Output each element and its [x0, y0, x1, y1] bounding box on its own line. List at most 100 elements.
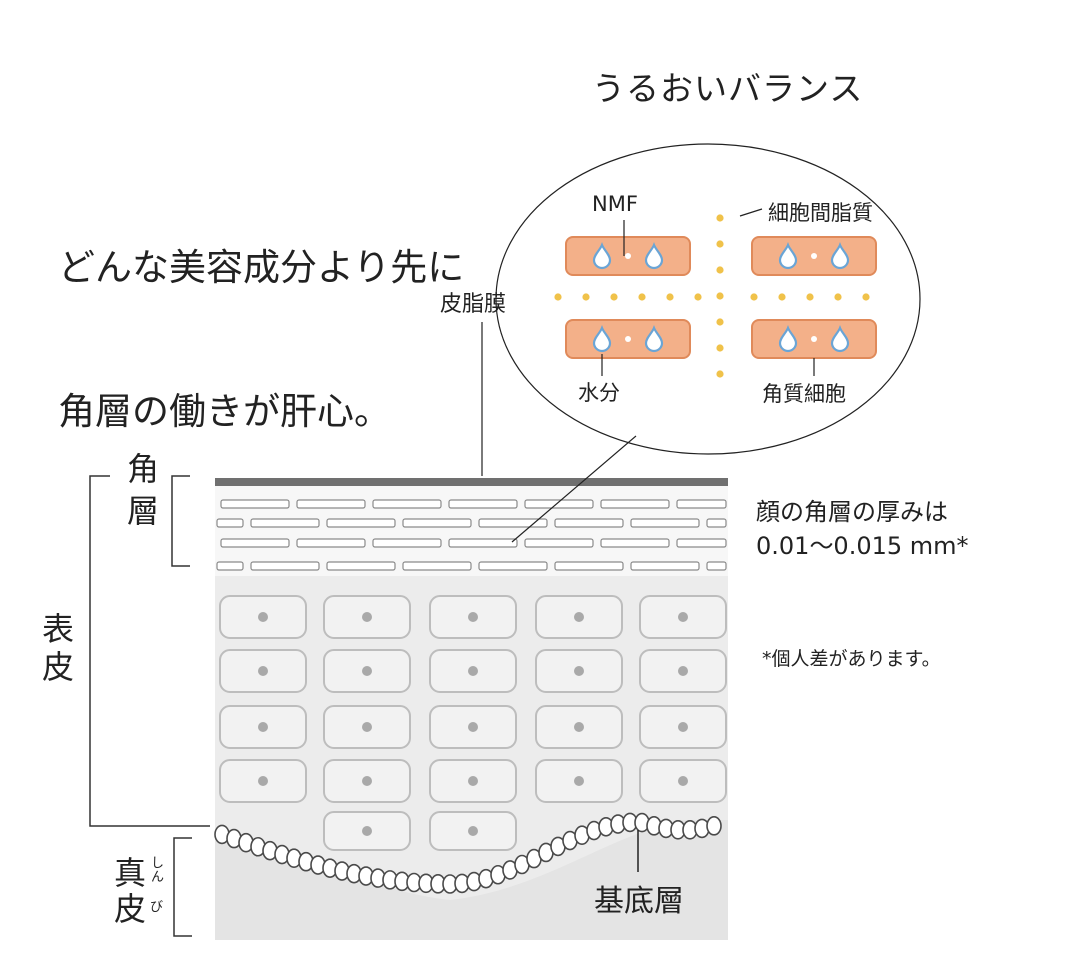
dermis-label-2: 皮	[113, 890, 146, 928]
cell-nucleus	[678, 722, 688, 732]
cell-nucleus	[678, 776, 688, 786]
corneum-cell	[326, 518, 396, 528]
lipid-dot	[716, 240, 724, 248]
corneum-cell	[600, 499, 670, 509]
corneum-cell	[706, 561, 727, 571]
cell-nucleus	[468, 612, 478, 622]
cell-nucleus	[678, 612, 688, 622]
cell-nucleus	[468, 826, 478, 836]
corneum-cell	[296, 499, 366, 509]
dermis-bracket	[173, 837, 192, 937]
epidermis-bracket	[89, 475, 210, 827]
lipid-dot	[694, 293, 702, 301]
lipid-dot	[716, 214, 724, 222]
lipid-dot	[806, 293, 814, 301]
headline: どんな美容成分より先に 角層の働きが肝心。	[58, 148, 464, 484]
water-droplet-icon	[592, 242, 612, 270]
basal-cell	[706, 816, 722, 836]
cell-nucleus	[678, 666, 688, 676]
water-droplet-icon	[644, 325, 664, 353]
water-label: 水分	[578, 381, 620, 405]
stratum-corneum-label-1: 角	[126, 450, 159, 488]
stratum-corneum-cells	[216, 499, 727, 571]
corneum-cell	[216, 561, 244, 571]
corneum-cell	[706, 518, 727, 528]
corneum-cell	[524, 499, 594, 509]
cell-nucleus	[362, 826, 372, 836]
magnified-view-ellipse	[495, 143, 921, 455]
nmf-label: NMF	[592, 192, 638, 216]
zoom-leader-line	[511, 435, 637, 543]
cell-nucleus	[468, 776, 478, 786]
footnote: *個人差があります。	[762, 648, 941, 670]
water-droplet-icon	[778, 242, 798, 270]
lipid-dot	[582, 293, 590, 301]
cell-nucleus	[258, 666, 268, 676]
lipid-dot	[716, 344, 724, 352]
dermis-ruby-2: ん	[151, 870, 165, 885]
nmf-dot	[625, 253, 631, 259]
thickness-note-line-2: 0.01〜0.015 mm*	[756, 532, 969, 560]
lipid-dot	[778, 293, 786, 301]
cell-nucleus	[468, 666, 478, 676]
corneum-cell	[676, 538, 727, 548]
dermis-label-1: 真	[113, 854, 146, 892]
headline-line-1: どんな美容成分より先に	[58, 246, 465, 289]
lipid-dot	[610, 293, 618, 301]
lipid-leader-line	[739, 208, 763, 217]
cell-nucleus	[362, 666, 372, 676]
lipid-dot	[716, 266, 724, 274]
lipid-dot	[716, 318, 724, 326]
nmf-dot	[625, 336, 631, 342]
cell-nucleus	[574, 722, 584, 732]
corneum-cell	[372, 499, 442, 509]
cell-nucleus	[574, 666, 584, 676]
water-droplet-icon	[592, 325, 612, 353]
corneum-cell	[554, 561, 624, 571]
corneum-cell	[554, 518, 624, 528]
lipid-dot	[554, 293, 562, 301]
corneum-cell	[326, 561, 396, 571]
cell-nucleus	[468, 722, 478, 732]
corneum-cell	[220, 499, 290, 509]
lipid-dot	[638, 293, 646, 301]
epidermis-label-2: 皮	[41, 648, 74, 686]
corneum-cell	[600, 538, 670, 548]
water-droplet-icon	[778, 325, 798, 353]
lipid-dot	[716, 370, 724, 378]
corneum-cell	[630, 518, 700, 528]
corneum-cell	[250, 518, 320, 528]
corneum-cell	[524, 538, 594, 548]
corneum-cell	[220, 538, 290, 548]
cell-nucleus	[574, 612, 584, 622]
corneum-cell	[478, 561, 548, 571]
cell-nucleus	[258, 776, 268, 786]
lipid-dot	[750, 293, 758, 301]
corneum-cell	[448, 538, 518, 548]
corneum-cell	[402, 561, 472, 571]
cell-nucleus	[258, 722, 268, 732]
sebum-film-layer	[215, 478, 728, 486]
corneum-cell	[250, 561, 320, 571]
water-droplet-icon	[830, 325, 850, 353]
nmf-dot	[811, 336, 817, 342]
water-droplet-icon	[830, 242, 850, 270]
corneum-cell	[676, 499, 727, 509]
corneum-cell	[448, 499, 518, 509]
thickness-note-line-1: 顔の角層の厚みは	[756, 498, 948, 526]
epidermis-cells	[219, 595, 727, 851]
stratum-corneum-label-2: 層	[126, 492, 159, 530]
intercellular-lipid-dots	[554, 214, 870, 378]
cell-nucleus	[362, 776, 372, 786]
water-droplet-icon	[644, 242, 664, 270]
magnified-corneocytes	[565, 236, 877, 359]
sebum-film-label: 皮脂膜	[440, 292, 507, 317]
epidermis-label-1: 表	[41, 610, 74, 648]
cell-nucleus	[362, 612, 372, 622]
intercellular-lipid-label: 細胞間脂質	[768, 201, 873, 225]
cell-nucleus	[362, 722, 372, 732]
cell-nucleus	[258, 612, 268, 622]
corneum-cell	[296, 538, 366, 548]
dermis-region	[215, 820, 728, 940]
